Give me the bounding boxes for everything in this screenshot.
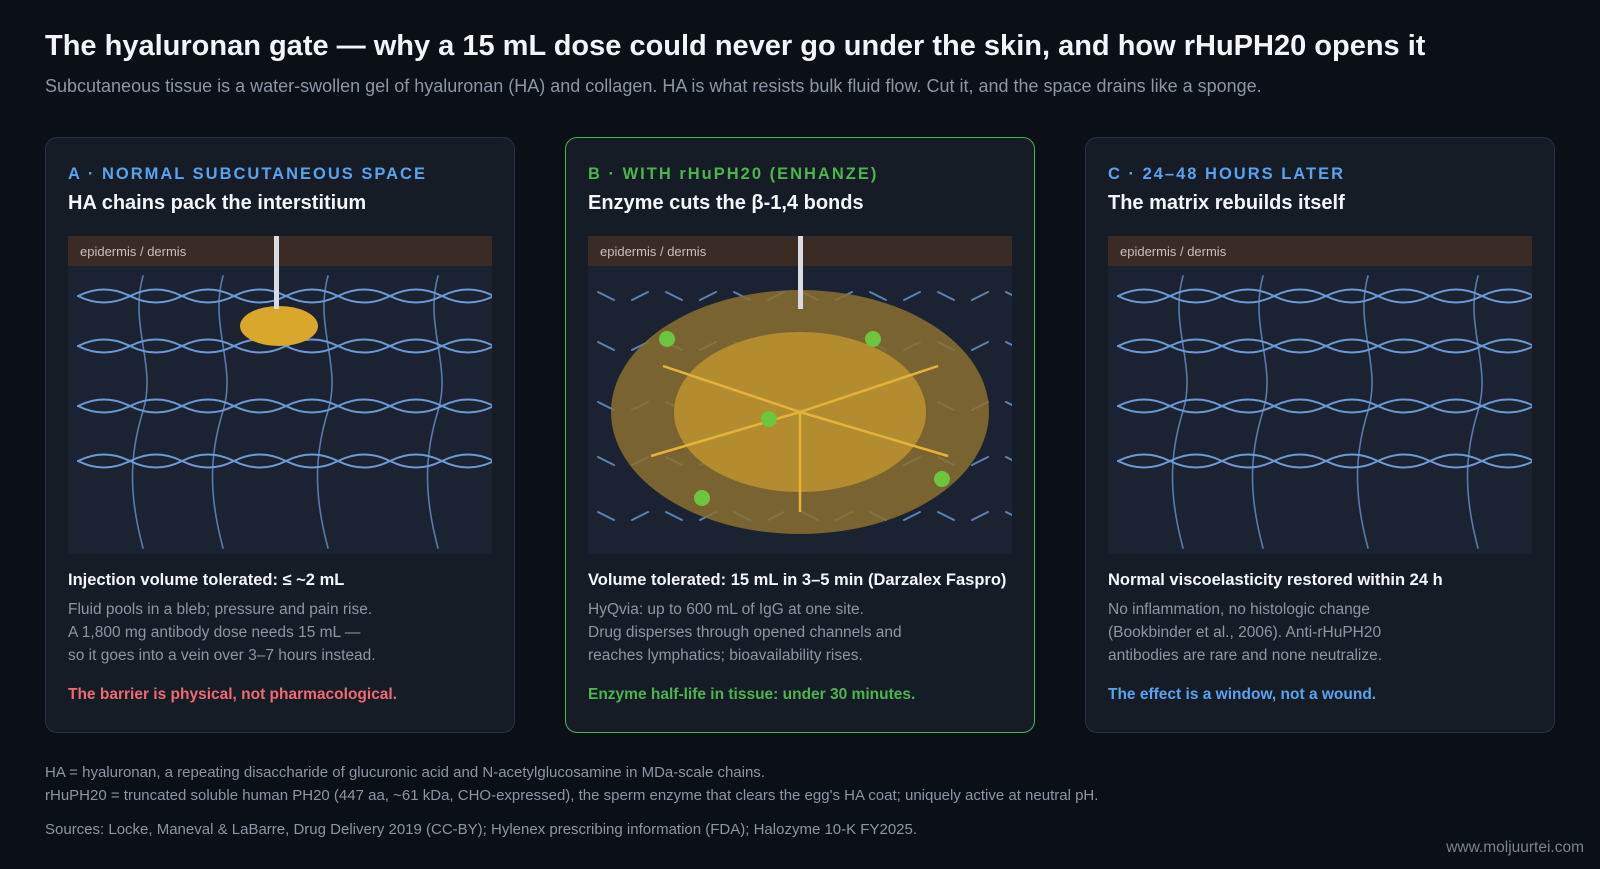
channel-line: [662, 364, 801, 414]
body-line: so it goes into a vein over 3–7 hours in…: [68, 647, 376, 664]
panel-callout: The effect is a window, not a wound.: [1108, 686, 1377, 703]
skin-layer-label: epidermis / dermis: [1120, 244, 1227, 259]
channel-line: [799, 364, 939, 414]
panel-kicker: B · WITH rHuPH20 (ENHANZE): [588, 165, 879, 183]
skin-layer-label: epidermis / dermis: [80, 244, 187, 259]
enzyme-dot: [865, 331, 881, 347]
tolerated-volume: Volume tolerated: 15 mL in 3–5 min (Darz…: [588, 571, 1007, 589]
ha-fragment: [597, 456, 615, 466]
channel-line: [799, 410, 949, 458]
enzyme-dot: [659, 331, 675, 347]
body-line: reaches lymphatics; bioavailability rise…: [588, 647, 863, 664]
ha-chain: [1117, 338, 1532, 354]
body-line: No inflammation, no histologic change: [1108, 601, 1370, 618]
ha-fragment: [971, 511, 989, 521]
body-line: A 1,800 mg antibody dose needs 15 mL —: [68, 624, 361, 641]
ha-chain: [1117, 288, 1532, 304]
ha-fragment: [665, 291, 683, 301]
panel-heading: Enzyme cuts the β-1,4 bonds: [588, 192, 864, 214]
enzyme-dot: [934, 471, 950, 487]
footnote: HA = hyaluronan, a repeating disaccharid…: [45, 764, 765, 781]
ha-fragment: [1005, 456, 1012, 462]
ha-chain: [77, 398, 492, 414]
needle-icon: [274, 236, 279, 309]
tolerated-volume: Injection volume tolerated: ≤ ~2 mL: [68, 571, 345, 589]
site-credit: www.moljuurtei.com: [1446, 839, 1584, 856]
ha-chain-network: [77, 275, 492, 549]
collagen-fiber: [1466, 275, 1483, 549]
ha-chain-network: [1117, 275, 1532, 549]
panel-kicker: A · NORMAL SUBCUTANEOUS SPACE: [68, 165, 427, 183]
page-subtitle: Subcutaneous tissue is a water-swollen g…: [45, 76, 1262, 96]
illustration-normal-tissue: epidermis / dermis: [68, 236, 492, 554]
ha-fragment: [597, 511, 615, 521]
collagen-fiber: [426, 275, 443, 549]
illustration-enzyme-dispersion: epidermis / dermis: [588, 236, 1012, 554]
footnote: rHuPH20 = truncated soluble human PH20 (…: [45, 787, 1099, 804]
ha-fragment: [631, 511, 649, 521]
ha-fragment: [631, 291, 649, 301]
ha-chain: [77, 288, 492, 304]
panel-kicker: C · 24–48 HOURS LATER: [1108, 165, 1345, 183]
ha-fragment: [971, 291, 989, 301]
fluid-bleb: [240, 306, 318, 346]
panel-with-enzyme: B · WITH rHuPH20 (ENHANZE) Enzyme cuts t…: [565, 137, 1035, 733]
ha-fragment: [1005, 511, 1012, 517]
ha-fragment: [903, 511, 921, 521]
panel-heading: HA chains pack the interstitium: [68, 192, 367, 214]
ha-chain: [77, 453, 492, 469]
needle-icon: [798, 236, 803, 309]
panel-body: No inflammation, no histologic change (B…: [1108, 598, 1382, 667]
skin-layer-label: epidermis / dermis: [600, 244, 707, 259]
panel-normal: A · NORMAL SUBCUTANEOUS SPACE HA chains …: [45, 137, 515, 733]
ha-fragment: [971, 456, 989, 466]
body-line: antibodies are rare and none neutralize.: [1108, 647, 1383, 664]
ha-chain: [77, 338, 492, 354]
ha-fragment: [665, 511, 683, 521]
ha-fragment: [597, 341, 615, 351]
ha-fragment: [971, 341, 989, 351]
ha-fragment: [903, 291, 921, 301]
ha-fragment: [597, 291, 615, 301]
ha-chain: [1117, 453, 1532, 469]
ha-fragment: [869, 291, 887, 301]
ha-chain: [1117, 398, 1532, 414]
page-title: The hyaluronan gate — why a 15 mL dose c…: [45, 30, 1426, 62]
body-line: Fluid pools in a bleb; pressure and pain…: [68, 601, 373, 618]
ha-fragment: [937, 291, 955, 301]
skin-layer-band: [1108, 236, 1532, 266]
illustration-rebuilt-tissue: epidermis / dermis: [1108, 236, 1532, 554]
ha-fragment: [1005, 341, 1012, 347]
ha-fragment: [1005, 291, 1012, 297]
panel-heading: The matrix rebuilds itself: [1108, 192, 1345, 214]
sources: Sources: Locke, Maneval & LaBarre, Drug …: [45, 821, 918, 838]
panel-rebuilt: C · 24–48 HOURS LATER The matrix rebuild…: [1085, 137, 1555, 733]
ha-fragment: [937, 511, 955, 521]
panel-body: Fluid pools in a bleb; pressure and pain…: [68, 598, 376, 667]
panel-callout: The barrier is physical, not pharmacolog…: [68, 686, 398, 703]
enzyme-molecules: [659, 331, 950, 506]
enzyme-dot: [761, 411, 777, 427]
body-line: Drug disperses through opened channels a…: [588, 624, 902, 641]
body-line: (Bookbinder et al., 2006). Anti-rHuPH20: [1108, 624, 1382, 641]
tolerated-volume: Normal viscoelasticity restored within 2…: [1108, 571, 1443, 589]
enzyme-dot: [694, 490, 710, 506]
body-line: HyQvia: up to 600 mL of IgG at one site.: [588, 601, 864, 618]
panel-callout: Enzyme half-life in tissue: under 30 min…: [588, 686, 916, 703]
ha-fragment: [699, 291, 717, 301]
skin-layer-band: [68, 236, 492, 266]
panel-body: HyQvia: up to 600 mL of IgG at one site.…: [588, 598, 902, 667]
ha-fragment: [1005, 401, 1012, 407]
